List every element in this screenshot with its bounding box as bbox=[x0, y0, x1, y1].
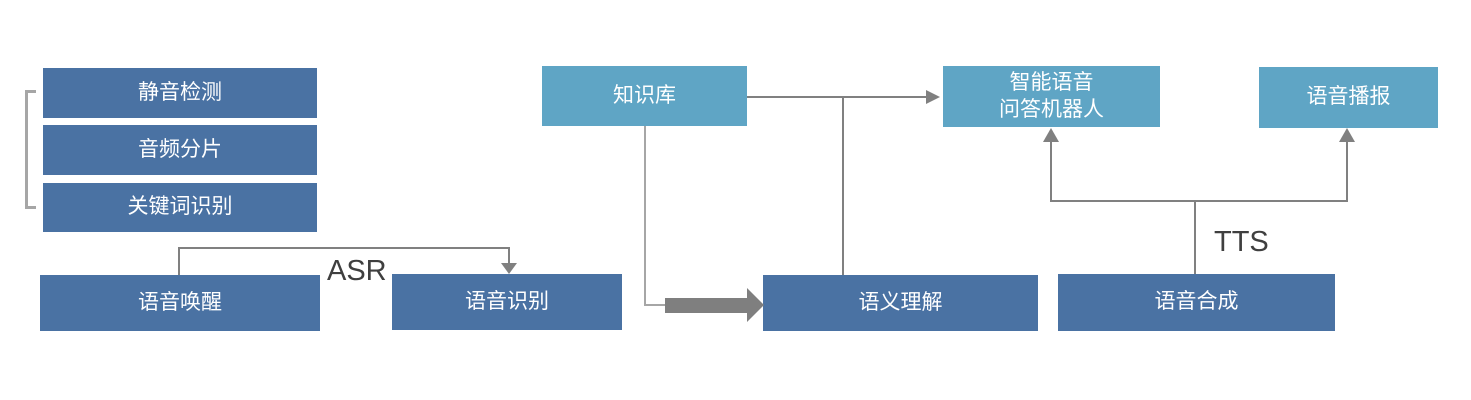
arrowhead-down-icon bbox=[501, 263, 517, 274]
thick-arrow-body bbox=[665, 298, 747, 313]
connector-tts-left-up bbox=[1050, 142, 1052, 202]
connector-tts-stem bbox=[1194, 200, 1196, 274]
arrowhead-right-icon bbox=[926, 90, 940, 104]
group-bracket bbox=[25, 90, 36, 209]
connector-tts-branch bbox=[1050, 200, 1348, 202]
connector-asr-across bbox=[178, 247, 510, 249]
node-silence-detection: 静音检测 bbox=[43, 68, 317, 118]
arrowhead-up-icon bbox=[1043, 128, 1059, 142]
edge-label-tts: TTS bbox=[1214, 226, 1269, 258]
node-qa-robot: 智能语音 问答机器人 bbox=[943, 66, 1160, 127]
node-knowledge-base: 知识库 bbox=[542, 66, 747, 126]
arrowhead-up-icon bbox=[1339, 128, 1355, 142]
connector-kb-to-semantic-drop bbox=[842, 97, 844, 275]
node-speech-recognition: 语音识别 bbox=[392, 274, 622, 330]
edge-label-asr: ASR bbox=[327, 255, 387, 287]
node-speech-synthesis: 语音合成 bbox=[1058, 274, 1335, 331]
node-semantic-understanding: 语义理解 bbox=[763, 275, 1038, 331]
connector-asr-down bbox=[508, 247, 510, 264]
connector-kb-down bbox=[644, 126, 646, 306]
connector-kb-elbow bbox=[644, 304, 667, 306]
node-audio-segmentation: 音频分片 bbox=[43, 125, 317, 175]
connector-tts-right-up bbox=[1346, 142, 1348, 202]
node-voice-broadcast: 语音播报 bbox=[1259, 67, 1438, 128]
node-keyword-recognition: 关键词识别 bbox=[43, 183, 317, 232]
thick-arrowhead-right-icon bbox=[747, 288, 764, 322]
connector-kb-to-robot bbox=[747, 96, 927, 98]
connector-asr-up bbox=[178, 247, 180, 275]
node-voice-wakeup: 语音唤醒 bbox=[40, 275, 320, 331]
